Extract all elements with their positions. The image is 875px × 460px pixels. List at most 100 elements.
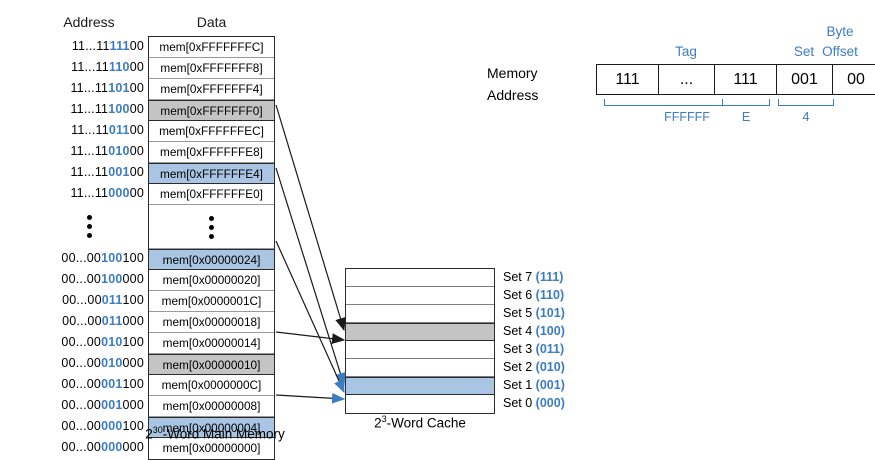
address-tag-bits: 00...00 (62, 293, 102, 307)
tag-field-label: Tag (675, 44, 697, 59)
memory-row: mem[0x00000014] (149, 333, 274, 354)
cache-row (346, 395, 494, 413)
cache-set-label: Set 0 (000) (503, 394, 565, 412)
cache-caption-base: 2 (374, 415, 382, 431)
address-label: 00...00011000 (34, 311, 144, 332)
ellipsis-dot (86, 223, 92, 229)
data-column-header: Data (196, 14, 227, 30)
address-offset-bits: 00 (129, 102, 144, 116)
address-offset-bits: 000 (122, 314, 144, 328)
address-tag-bits: 00...00 (61, 377, 102, 391)
set-binary: (010) (535, 360, 565, 374)
address-tag-bits: 00...00 (62, 314, 102, 328)
address-set-bits: 001 (101, 377, 123, 391)
address-offset-bits: 00 (129, 60, 144, 74)
address-label: 00...00001000 (34, 395, 144, 416)
vertical-ellipsis (34, 204, 144, 248)
address-set-bits: 011 (101, 293, 123, 307)
address-set-bits: 111 (109, 39, 130, 53)
address-offset-bits: 00 (129, 123, 144, 137)
set-name: Set 2 (503, 360, 533, 374)
cache-caption: 23-Word Cache (340, 414, 500, 431)
address-field-cell: 111 (597, 65, 659, 94)
memory-row: mem[0xFFFFFFFC] (149, 37, 274, 58)
address-set-bits: 001 (101, 398, 123, 412)
cache-row (346, 341, 494, 359)
ellipsis-dot (86, 214, 92, 220)
cache-set-labels: Set 7 (111)Set 6 (110)Set 5 (101)Set 4 (… (503, 268, 565, 412)
cache-caption-exponent: 3 (381, 414, 387, 424)
address-set-bits: 000 (108, 186, 130, 200)
memory-row: mem[0xFFFFFFF8] (149, 58, 274, 79)
memory-row: mem[0x00000018] (149, 312, 274, 333)
memory-row: mem[0xFFFFFFEC] (149, 121, 274, 142)
address-set-bits: 000 (101, 440, 123, 454)
offset-hex-label: 4 (802, 110, 810, 124)
address-offset-bits: 000 (122, 440, 144, 454)
set-name: Set 0 (503, 396, 533, 410)
address-label: 11...1101100 (34, 120, 144, 141)
ellipsis-dot (209, 233, 214, 239)
set-binary: (001) (535, 378, 565, 392)
address-label: 11...1110100 (34, 78, 144, 99)
address-offset-bits: 000 (122, 272, 144, 286)
address-offset-bits: 100 (122, 419, 144, 433)
memory-row: mem[0xFFFFFFF0] (149, 100, 274, 121)
cache-set-label: Set 1 (001) (503, 376, 565, 394)
address-tag-bits: 00...00 (61, 335, 102, 349)
set-binary: (100) (535, 324, 565, 338)
memory-address-label-line1: Memory (487, 65, 538, 81)
address-set-bits: 100 (108, 102, 130, 116)
cache-set-label: Set 4 (100) (503, 322, 565, 340)
vertical-ellipsis (149, 205, 274, 249)
set-binary: (011) (535, 342, 565, 356)
memory-row: mem[0xFFFFFFE4] (149, 163, 274, 184)
memory-row-ellipsis (149, 205, 274, 249)
address-offset-bits: 00 (129, 39, 144, 53)
address-set-bits: 010 (108, 144, 130, 158)
address-ellipsis (34, 204, 144, 248)
tag-hex-label: FFFFFF (664, 110, 710, 124)
memory-row: mem[0x00000000] (162, 441, 261, 455)
address-label: 00...00011100 (34, 290, 144, 311)
address-offset-bits: 00 (129, 186, 144, 200)
memory-caption-exponent: 30 (152, 425, 163, 435)
memory-row: mem[0x00000024] (149, 249, 274, 270)
address-set-bits: 110 (108, 60, 130, 74)
address-field-cell: 00 (847, 70, 865, 88)
cache-row (346, 323, 494, 341)
address-column-header: Address (63, 14, 115, 30)
address-tag-bits: 11...11 (71, 60, 109, 74)
memory-row: mem[0x00000004] (149, 417, 274, 438)
address-label: 00...00100100 (34, 248, 144, 269)
memory-address-label: Memory Address (487, 62, 538, 106)
address-tag-bits: 11...11 (70, 81, 109, 95)
offset-bracket (778, 99, 834, 106)
address-set-bits: 000 (101, 419, 123, 433)
address-label: 00...00010100 (34, 332, 144, 353)
address-label: 11...1111100 (34, 36, 144, 57)
memory-address-label-line2: Address (487, 87, 539, 103)
address-tag-bits: 00...00 (61, 251, 102, 265)
address-label: 11...1101000 (34, 141, 144, 162)
address-label: 00...00010000 (34, 353, 144, 374)
address-offset-bits: 00 (129, 144, 144, 158)
memory-caption-base: 2 (145, 426, 153, 442)
cache-set-label: Set 7 (111) (503, 268, 565, 286)
address-tag-bits: 11...11 (70, 186, 109, 200)
address-offset-bits: 00 (129, 165, 144, 179)
address-set-bits: 010 (101, 335, 123, 349)
ellipsis-dot (86, 232, 92, 238)
memory-row: mem[0x0000000C] (149, 375, 274, 396)
address-set-bits: 010 (101, 356, 123, 370)
address-field-cell: ... (659, 65, 715, 94)
address-offset-bits: 100 (122, 335, 144, 349)
byte-field-label: Byte (826, 24, 854, 39)
address-set-bits: 101 (108, 81, 130, 95)
address-tag-bits: 11...11 (70, 102, 109, 116)
cache-row (346, 269, 494, 287)
address-set-bits: 011 (101, 314, 123, 328)
address-tag-bits: 11...11 (70, 144, 109, 158)
